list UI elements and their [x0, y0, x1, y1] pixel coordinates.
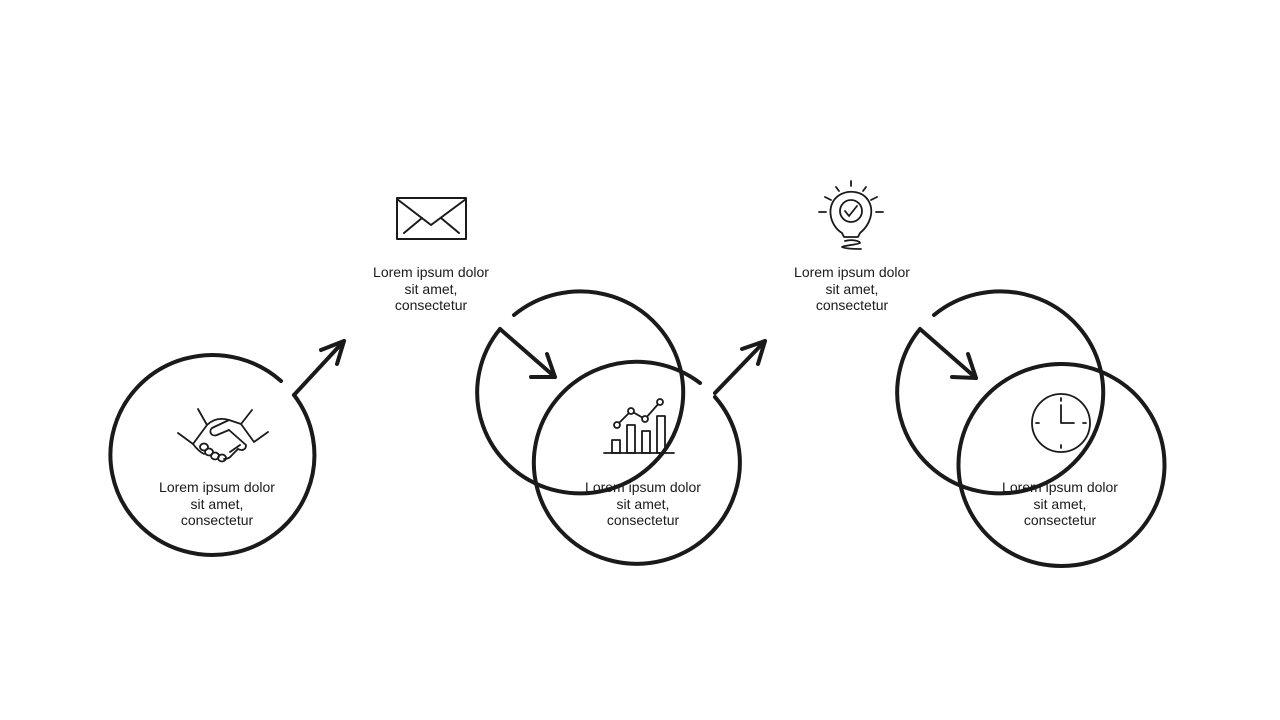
step-3-label-line-1: Lorem ipsum dolor	[585, 479, 701, 495]
step-2-label: Lorem ipsum dolor sit amet, consectetur	[356, 264, 506, 314]
handshake-icon	[177, 408, 269, 463]
step-1-label-line-1: Lorem ipsum dolor	[159, 479, 275, 495]
step-3-label: Lorem ipsum dolor sit amet, consectetur	[568, 479, 718, 529]
arrow-step-2-to-3	[498, 327, 557, 379]
step-3-label-line-3: consectetur	[606, 512, 680, 528]
arrow-step-1-to-2	[292, 339, 346, 397]
step-1-circle	[108, 353, 317, 558]
step-1-label: Lorem ipsum dolor sit amet, consectetur	[142, 479, 292, 529]
arrow-step-3-to-4	[713, 339, 767, 395]
step-5-label-line-3: consectetur	[1023, 512, 1097, 528]
step-5-label-line-2: sit amet,	[1033, 495, 1087, 512]
step-2-label-line-3: consectetur	[394, 297, 468, 313]
clock-icon	[1031, 393, 1091, 453]
step-2-label-line-2: sit amet,	[404, 280, 458, 297]
step-4-label: Lorem ipsum dolor sit amet, consectetur	[777, 264, 927, 314]
step-3-circle	[531, 359, 742, 566]
step-4-label-line-1: Lorem ipsum dolor	[794, 264, 910, 280]
step-1-label-line-3: consectetur	[180, 512, 254, 528]
step-2-circle	[475, 289, 686, 496]
envelope-icon	[396, 197, 467, 240]
lightbulb-icon	[818, 180, 884, 250]
step-1-label-line-2: sit amet,	[190, 495, 244, 512]
step-5-label-line-1: Lorem ipsum dolor	[1002, 479, 1118, 495]
step-4-circle	[895, 289, 1106, 496]
step-2-label-line-1: Lorem ipsum dolor	[373, 264, 489, 280]
step-4-label-line-2: sit amet,	[825, 280, 879, 297]
arrow-step-4-to-5	[918, 327, 978, 380]
step-5-label: Lorem ipsum dolor sit amet, consectetur	[985, 479, 1135, 529]
step-5-circle	[956, 362, 1167, 568]
bar-chart-icon	[603, 398, 675, 454]
step-3-label-line-2: sit amet,	[616, 495, 670, 512]
step-4-label-line-3: consectetur	[815, 297, 889, 313]
